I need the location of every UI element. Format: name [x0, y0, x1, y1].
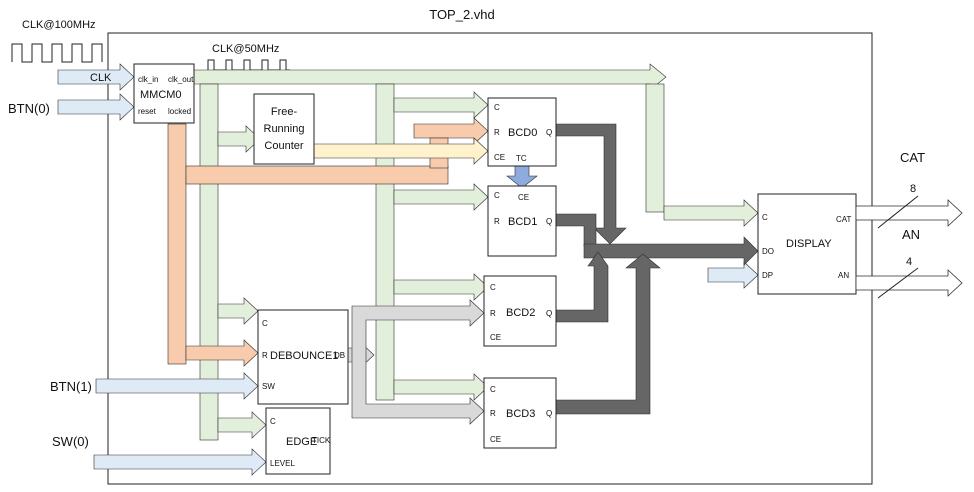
- clock-50mhz-waveform: [207, 59, 290, 71]
- counter-name-line-3: Counter: [264, 140, 303, 152]
- mmcm-pin-reset: reset: [138, 107, 157, 116]
- bcd0-pin-r: R: [494, 128, 500, 137]
- cat-output-arrow: [855, 199, 963, 227]
- bcd0-pin-c: C: [494, 103, 500, 112]
- debounce-pin-c: C: [262, 319, 268, 328]
- bcd2-name: BCD2: [506, 307, 535, 319]
- bcd2-pin-ce: CE: [490, 333, 501, 342]
- clk-input-label: CLK: [90, 72, 112, 84]
- edge-name: EDGE: [286, 436, 317, 448]
- bcd1-pin-ce: CE: [518, 193, 529, 202]
- an-output-arrow: [855, 269, 963, 297]
- display-pin-cat: CAT: [836, 215, 852, 224]
- an-bus-slash: [877, 267, 919, 299]
- input-nets: [57, 63, 759, 476]
- bcd3-pin-q: Q: [546, 409, 552, 418]
- debounce-pin-db: DB: [334, 351, 345, 360]
- sw0-input-arrow: [93, 448, 267, 476]
- cat-bus-width: 8: [910, 183, 916, 195]
- bcd0-pin-q: Q: [546, 128, 552, 137]
- output-arrows: [855, 199, 963, 297]
- bcd0-name: BCD0: [508, 127, 537, 139]
- top-module-frame: [107, 32, 873, 485]
- bcd2-pin-q: Q: [546, 309, 552, 318]
- diagram-title: TOP_2.vhd: [429, 7, 495, 22]
- bcd3-pin-c: C: [490, 385, 496, 394]
- display-block: C CAT DISPLAY DO DP AN: [757, 193, 857, 295]
- dp-input-arrow: [707, 261, 759, 289]
- clock-100mhz-waveform: [11, 43, 103, 63]
- counter-name-line-2: Running: [264, 123, 305, 135]
- mmcm-block: clk_in clk_out MMCM0 reset locked: [133, 63, 195, 124]
- btn1-input-arrow: [95, 372, 259, 400]
- mmcm-name: MMCM0: [140, 89, 182, 101]
- bcd2-pin-r: R: [490, 309, 496, 318]
- bcd-data-bus: [555, 123, 759, 415]
- display-pin-do: DO: [762, 247, 774, 256]
- counter-output-net: [313, 137, 489, 165]
- bcd1-block: C CE R BCD1 Q: [487, 185, 557, 257]
- bcd3-pin-ce: CE: [490, 435, 501, 444]
- debounce-output-net: [347, 299, 485, 425]
- bcd3-block: C R BCD3 Q CE: [483, 377, 557, 449]
- edge-pin-tick: TICK: [312, 436, 331, 445]
- edge-pin-level: LEVEL: [270, 459, 295, 468]
- debounce-pin-sw: SW: [262, 382, 275, 391]
- bcd3-pin-r: R: [490, 409, 496, 418]
- clk-input-arrow: [57, 63, 135, 91]
- clock-50mhz-label: CLK@50MHz: [212, 43, 279, 55]
- mmcm-pin-clk-out: clk_out: [168, 75, 194, 84]
- btn0-input-arrow: [57, 93, 135, 121]
- display-pin-c: C: [762, 213, 768, 222]
- bcd1-pin-r: R: [494, 217, 500, 226]
- display-pin-dp: DP: [762, 271, 773, 280]
- bcd0-block: C R BCD0 Q CE TC: [487, 97, 557, 167]
- counter-block: Free- Running Counter: [253, 93, 315, 165]
- sw0-input-label: SW(0): [52, 434, 89, 449]
- bcd2-pin-c: C: [490, 283, 496, 292]
- bcd0-pin-ce: CE: [494, 153, 505, 162]
- edge-block: C EDGE TICK LEVEL: [265, 407, 331, 475]
- bcd2-block: C R BCD2 Q CE: [483, 275, 557, 347]
- display-name: DISPLAY: [786, 238, 832, 250]
- bcd0-pin-tc: TC: [516, 154, 527, 163]
- btn0-input-label: BTN(0): [8, 101, 50, 116]
- cat-bus-slash: [877, 195, 919, 229]
- bcd1-pin-q: Q: [546, 217, 552, 226]
- bcd1-name: BCD1: [508, 216, 537, 228]
- debounce-block: C R DEBOUNCE1 DB SW: [257, 309, 349, 405]
- bcd3-name: BCD3: [506, 408, 535, 420]
- debounce-pin-r: R: [262, 351, 268, 360]
- clock-100mhz-label: CLK@100MHz: [22, 19, 96, 31]
- an-output-label: AN: [902, 227, 920, 242]
- edge-pin-c: C: [270, 417, 276, 426]
- an-bus-width: 4: [906, 256, 912, 268]
- mmcm-pin-clk-in: clk_in: [138, 75, 158, 84]
- debounce-name: DEBOUNCE1: [270, 350, 338, 362]
- counter-name-line-1: Free-: [271, 106, 298, 118]
- bcd1-pin-c: C: [494, 191, 500, 200]
- cat-output-label: CAT: [900, 150, 925, 165]
- btn1-input-label: BTN(1): [50, 379, 92, 394]
- display-pin-an: AN: [838, 271, 849, 280]
- tc-arrow: [506, 165, 538, 189]
- mmcm-pin-locked: locked: [168, 107, 191, 116]
- reset-net: [167, 117, 489, 367]
